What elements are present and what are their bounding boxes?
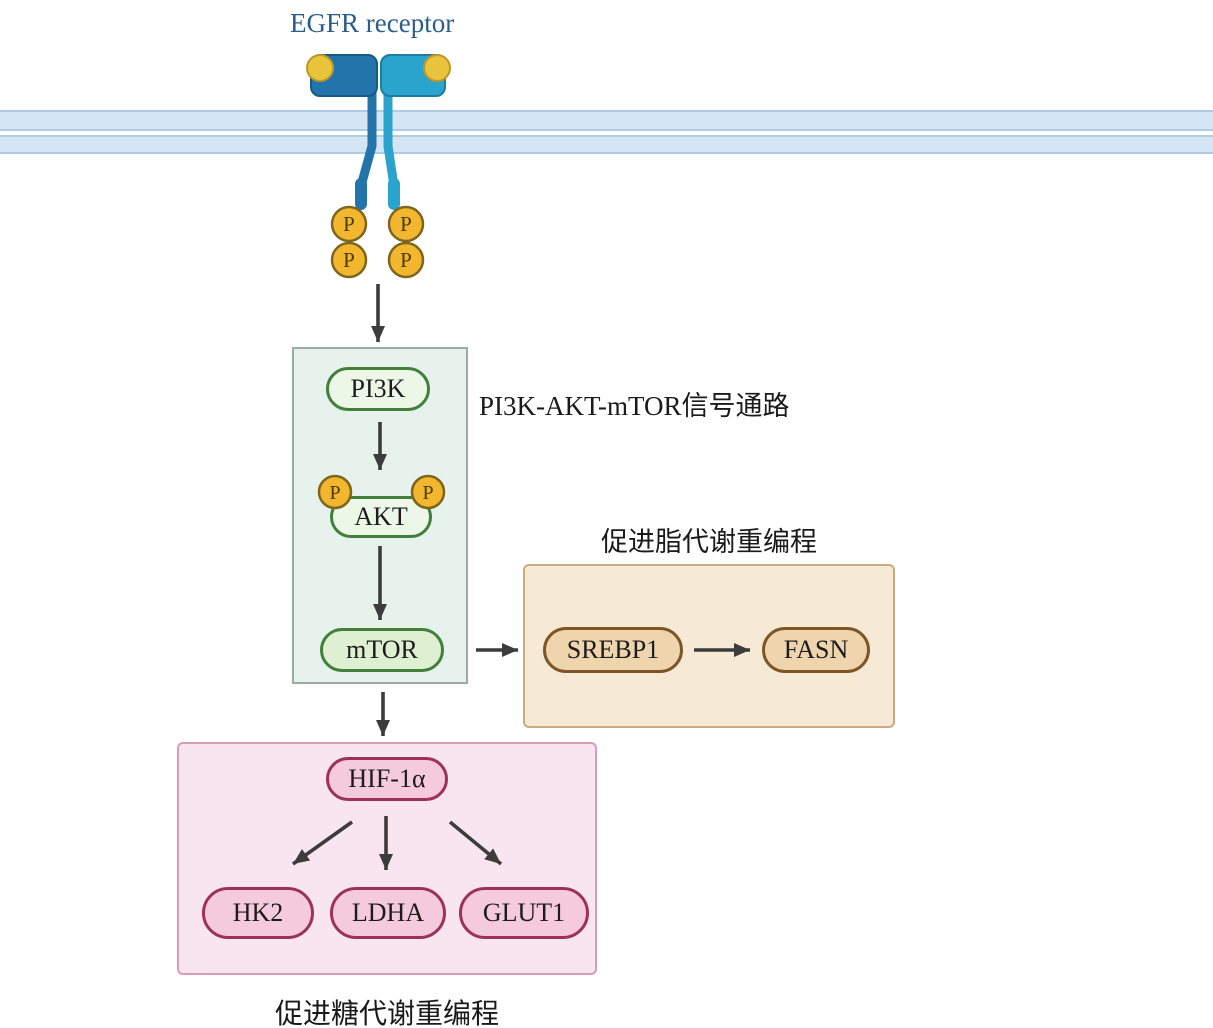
phospho-letter: P — [400, 248, 412, 272]
phospho-site-2: P — [387, 205, 425, 243]
phospho-letter: P — [343, 212, 355, 236]
node-akt: AKT — [330, 496, 432, 538]
node-hif1a: HIF-1α — [326, 757, 448, 801]
node-srebp1: SREBP1 — [543, 627, 683, 673]
node-fasn: FASN — [762, 627, 870, 673]
node-ldha: LDHA — [330, 887, 446, 939]
node-hk2: HK2 — [202, 887, 314, 939]
phospho-letter: P — [343, 248, 355, 272]
glucose-reprogramming-label: 促进糖代谢重编程 — [274, 999, 499, 1028]
receptor-stub-right — [388, 178, 400, 210]
ligand-ball-left-icon — [306, 54, 334, 82]
receptor-stub-left — [355, 178, 367, 210]
phospho-site-3: P — [330, 241, 368, 279]
node-glut1: GLUT1 — [459, 887, 589, 939]
receptor-ectodomain-left — [310, 54, 378, 97]
phospho-site-1: P — [330, 205, 368, 243]
membrane-top-band — [0, 110, 1213, 131]
egfr-receptor-graphic — [306, 54, 451, 210]
egfr-receptor-label: EGFR receptor — [290, 8, 455, 38]
node-mtor: mTOR — [320, 628, 444, 672]
membrane-bottom-band — [0, 135, 1213, 154]
lipid-reprogramming-label: 促进脂代谢重编程 — [601, 527, 817, 557]
node-pi3k: PI3K — [326, 367, 430, 411]
phospho-site-4: P — [387, 241, 425, 279]
phospho-letter: P — [400, 212, 412, 236]
ligand-ball-right-icon — [423, 54, 451, 82]
pathway-title-label: PI3K-AKT-mTOR信号通路 — [479, 391, 790, 421]
receptor-ectodomain-right — [380, 54, 446, 97]
